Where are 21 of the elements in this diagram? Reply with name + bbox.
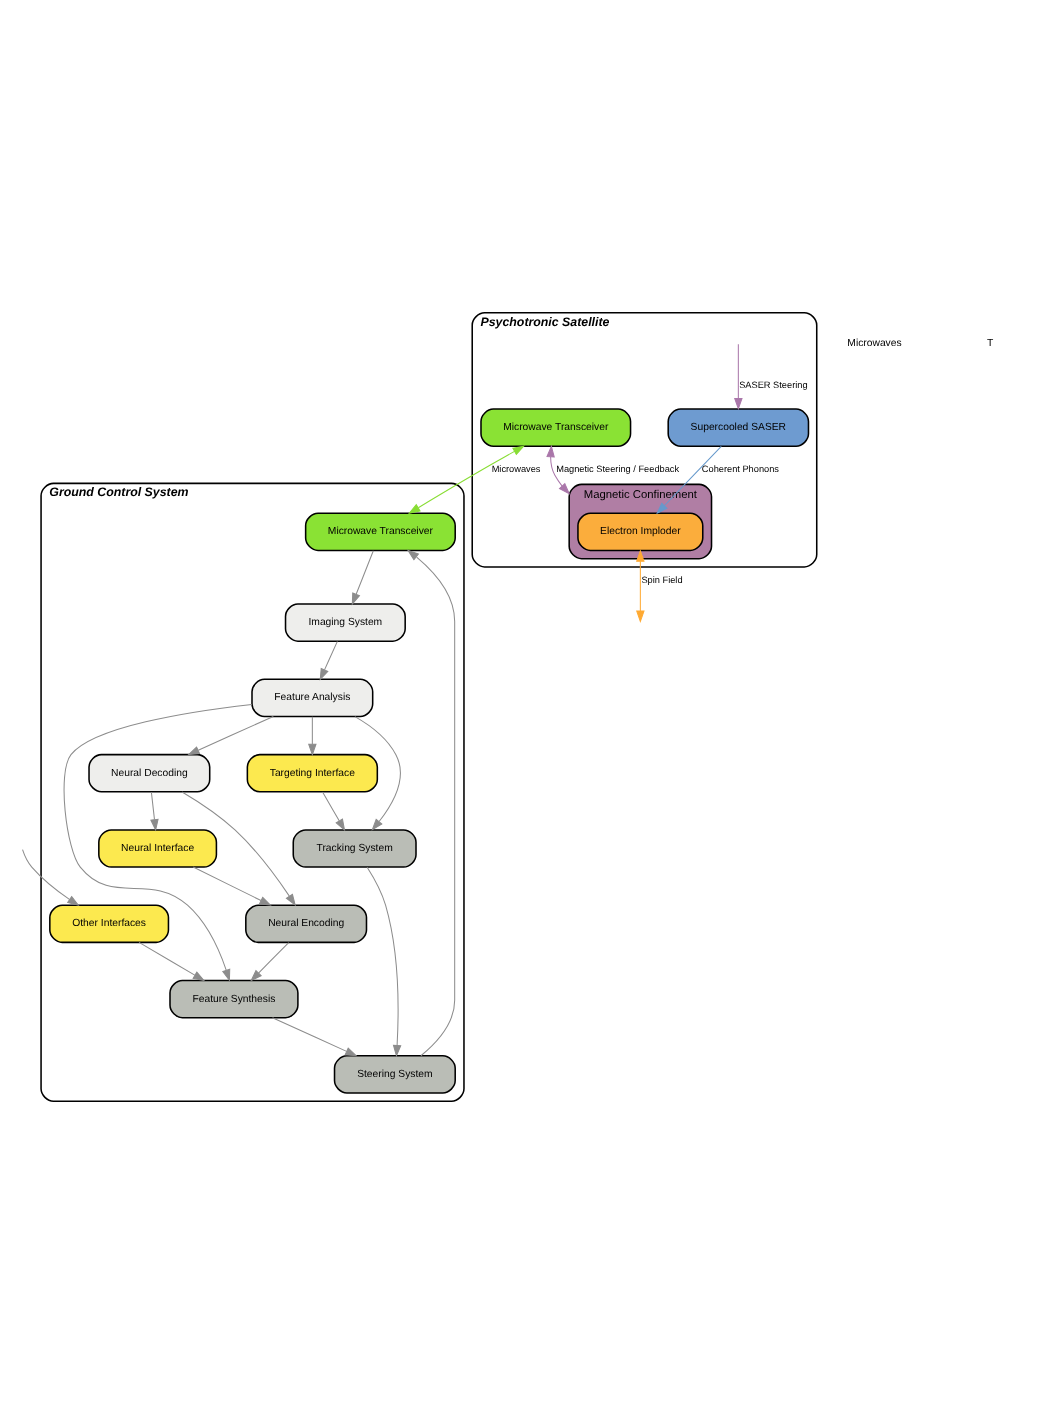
arrow: [186, 714, 273, 755]
arrow: [635, 548, 644, 622]
arrow: [545, 443, 570, 494]
arrow: [350, 549, 373, 605]
arrow: [191, 865, 271, 905]
arrow: [149, 790, 158, 831]
arrow: [249, 941, 289, 981]
arrow: [137, 940, 205, 981]
arrow: [407, 444, 524, 513]
arrow: [405, 548, 455, 1056]
arrow: [180, 790, 295, 906]
arrow: [21, 848, 79, 906]
arrow: [733, 342, 742, 410]
arrow: [365, 865, 401, 1057]
arrow: [307, 715, 316, 756]
arrow: [321, 790, 345, 831]
arrow: [353, 715, 400, 830]
arrow: [62, 702, 252, 981]
arrow: [655, 444, 721, 514]
arrow: [271, 1016, 357, 1056]
arrow: [318, 639, 337, 680]
